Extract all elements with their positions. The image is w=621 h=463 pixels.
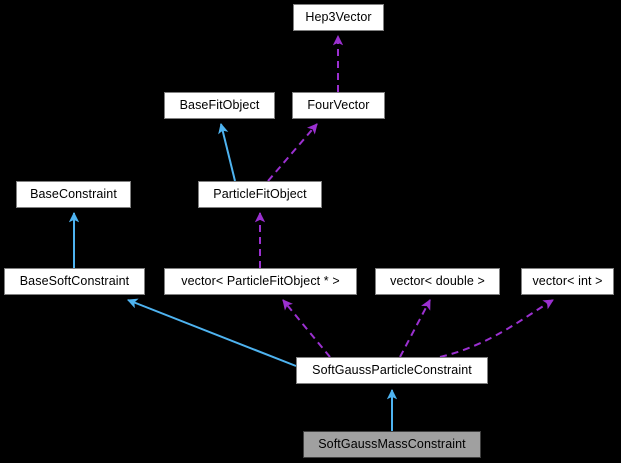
- class-node-vector-int[interactable]: vector< int >: [521, 268, 614, 295]
- class-node-softgaussmassconstraint[interactable]: SoftGaussMassConstraint: [303, 431, 481, 458]
- class-node-label: vector< int >: [532, 274, 603, 289]
- class-node-label: Hep3Vector: [305, 10, 372, 25]
- class-node-label: vector< double >: [390, 274, 485, 289]
- class-node-fourvector[interactable]: FourVector: [292, 92, 385, 119]
- class-node-vector-particlefitobject[interactable]: vector< ParticleFitObject * >: [164, 268, 357, 295]
- class-node-basefitobject[interactable]: BaseFitObject: [164, 92, 275, 119]
- class-node-label: ParticleFitObject: [213, 187, 307, 202]
- class-node-baseconstraint[interactable]: BaseConstraint: [16, 181, 131, 208]
- class-node-label: vector< ParticleFitObject * >: [181, 274, 340, 289]
- class-node-label: BaseFitObject: [179, 98, 260, 113]
- class-node-softgaussparticleconstraint[interactable]: SoftGaussParticleConstraint: [296, 357, 488, 384]
- class-node-vector-double[interactable]: vector< double >: [375, 268, 500, 295]
- class-node-label: FourVector: [307, 98, 370, 113]
- class-node-hep3vector[interactable]: Hep3Vector: [293, 4, 384, 31]
- class-node-label: SoftGaussParticleConstraint: [312, 363, 472, 378]
- class-node-label: SoftGaussMassConstraint: [318, 437, 466, 452]
- class-node-particlefitobject[interactable]: ParticleFitObject: [198, 181, 322, 208]
- class-node-basesoftconstraint[interactable]: BaseSoftConstraint: [4, 268, 145, 295]
- class-node-label: BaseSoftConstraint: [19, 274, 130, 289]
- class-node-label: BaseConstraint: [30, 187, 117, 202]
